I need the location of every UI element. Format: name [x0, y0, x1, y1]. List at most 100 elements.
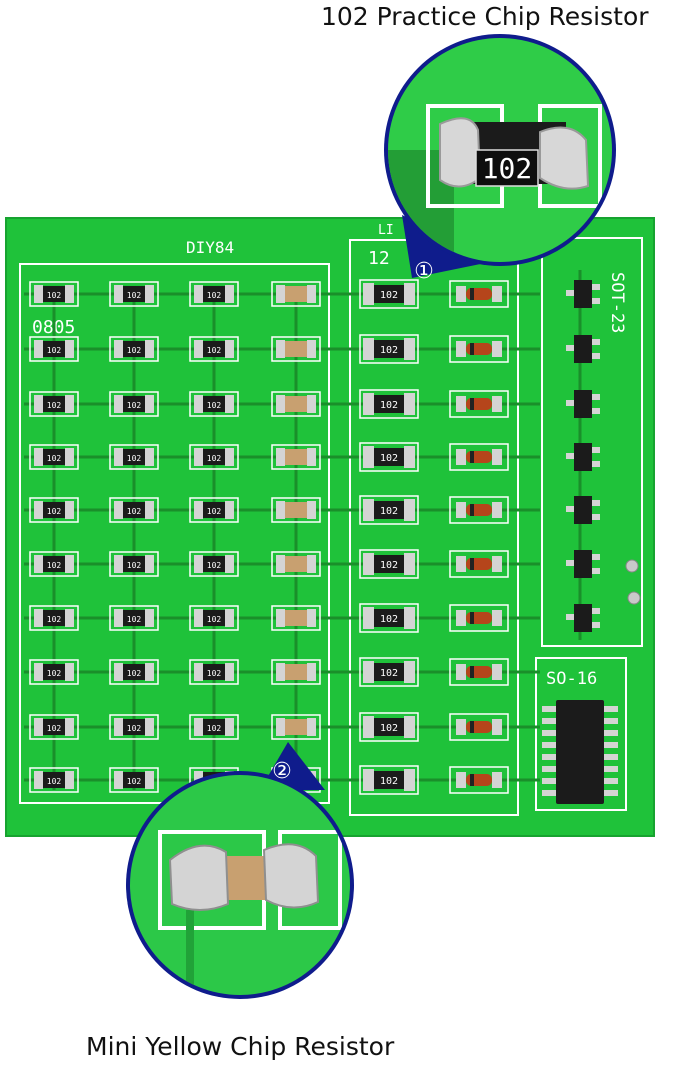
chip-resistor-0805 [271, 714, 321, 740]
chip-resistor-0805: 102 [29, 391, 79, 417]
diode [449, 658, 509, 686]
callout-number-1: ① [414, 259, 434, 284]
chip-marking: 102 [207, 454, 222, 463]
silk-box-so16 [535, 657, 627, 811]
chip-marking: 102 [207, 561, 222, 570]
ic-pin [604, 766, 618, 772]
chip-marking: 102 [380, 506, 398, 517]
chip-resistor-1206: 102 [359, 279, 419, 309]
chip-resistor-0805: 102 [109, 605, 159, 631]
chip-marking: 102 [207, 507, 222, 516]
chip-marking: 102 [47, 669, 62, 678]
chip-marking: 102 [47, 454, 62, 463]
chip-resistor-1206: 102 [359, 712, 419, 742]
chip-resistor-1206: 102 [359, 549, 419, 579]
chip-resistor-0805: 102 [189, 605, 239, 631]
chip-resistor-0805 [271, 281, 321, 307]
diode [449, 604, 509, 632]
ic-pin [542, 790, 556, 796]
chip-resistor-0805: 102 [109, 391, 159, 417]
silk-box-sot23 [541, 237, 643, 647]
chip-resistor-0805 [271, 391, 321, 417]
chip-resistor-0805: 102 [29, 659, 79, 685]
chip-resistor-0805: 102 [29, 767, 79, 793]
chip-marking: 102 [47, 507, 62, 516]
ic-pin [604, 706, 618, 712]
ic-pin [542, 706, 556, 712]
chip-resistor-0805: 102 [29, 281, 79, 307]
chip-resistor-0805: 102 [29, 444, 79, 470]
chip-resistor-0805 [271, 336, 321, 362]
silk-label-so16: SO-16 [546, 669, 597, 689]
ic-pin [604, 718, 618, 724]
chip-marking: 102 [127, 561, 142, 570]
chip-marking: 102 [127, 291, 142, 300]
chip-marking: 102 [207, 724, 222, 733]
chip-resistor-0805: 102 [29, 714, 79, 740]
chip-marking: 102 [380, 723, 398, 734]
test-pad [625, 559, 639, 573]
ic-pin [542, 730, 556, 736]
diode [449, 390, 509, 418]
chip-marking: 102 [47, 777, 62, 786]
magnifier-1: 102 ① [384, 34, 616, 284]
chip-resistor-0805 [271, 497, 321, 523]
chip-resistor-1206: 102 [359, 765, 419, 795]
chip-resistor-0805: 102 [29, 336, 79, 362]
diode [449, 766, 509, 794]
bottom-caption: Mini Yellow Chip Resistor [86, 1032, 395, 1061]
chip-marking: 102 [380, 560, 398, 571]
so16-ic [542, 700, 618, 804]
chip-marking: 102 [380, 453, 398, 464]
silk-label-led: LI [378, 223, 394, 238]
chip-marking: 102 [380, 345, 398, 356]
chip-marking: 102 [127, 507, 142, 516]
chip-marking: 102 [47, 561, 62, 570]
chip-marking: 102 [47, 401, 62, 410]
chip-resistor-0805: 102 [189, 551, 239, 577]
sot23-transistor [566, 496, 600, 524]
chip-resistor-0805: 102 [109, 336, 159, 362]
chip-marking: 102 [127, 454, 142, 463]
chip-resistor-0805 [271, 551, 321, 577]
chip-marking: 102 [207, 346, 222, 355]
chip-resistor-1206: 102 [359, 442, 419, 472]
sot23-transistor [566, 443, 600, 471]
chip-resistor-0805 [271, 444, 321, 470]
chip-marking: 102 [127, 615, 142, 624]
test-pad [627, 591, 641, 605]
chip-resistor-0805: 102 [189, 444, 239, 470]
sot23-transistor [566, 335, 600, 363]
ic-pin [604, 790, 618, 796]
chip-resistor-0805 [271, 605, 321, 631]
ic-pin [604, 754, 618, 760]
diode [449, 713, 509, 741]
chip-resistor-0805: 102 [189, 659, 239, 685]
ic-pin [542, 778, 556, 784]
chip-marking: 102 [47, 346, 62, 355]
chip-marking: 102 [47, 724, 62, 733]
component-layer: 102 102 102 102 102 102 102 102 102 102 102 102 102 1… [29, 279, 600, 795]
chip-resistor-1206: 102 [359, 389, 419, 419]
chip-resistor-0805: 102 [109, 281, 159, 307]
sot23-transistor [566, 550, 600, 578]
diode [449, 280, 509, 308]
chip-marking: 102 [380, 776, 398, 787]
chip-resistor-0805: 102 [189, 391, 239, 417]
chip-resistor-1206: 102 [359, 495, 419, 525]
diode [449, 496, 509, 524]
chip-marking: 102 [207, 615, 222, 624]
silk-label-sot23: SOT-23 [607, 272, 627, 333]
magnifier-2: ② [126, 742, 354, 999]
chip-marking: 102 [127, 401, 142, 410]
sot23-transistor [566, 390, 600, 418]
chip-resistor-1206: 102 [359, 657, 419, 687]
chip-marking: 102 [127, 669, 142, 678]
zoom-resistor-marking: 102 [482, 152, 533, 185]
chip-marking: 102 [207, 401, 222, 410]
ic-pin [542, 718, 556, 724]
diode [449, 335, 509, 363]
chip-marking: 102 [47, 615, 62, 624]
ic-pin [604, 730, 618, 736]
